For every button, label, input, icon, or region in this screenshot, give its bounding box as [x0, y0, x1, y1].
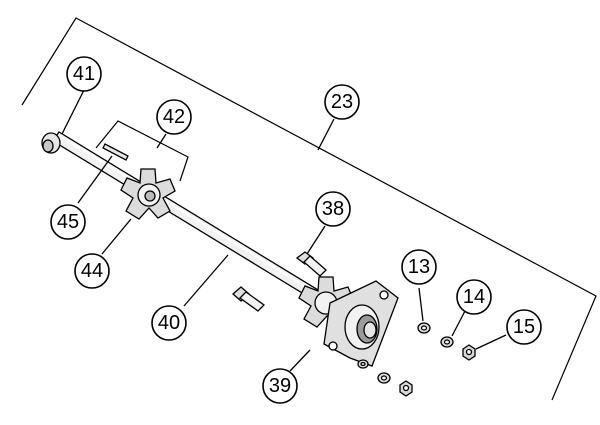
callout-label-38: 38 [322, 198, 344, 220]
lock-washer-14 [440, 336, 454, 348]
callout-38: 38 [315, 191, 351, 227]
callout-39: 39 [262, 368, 298, 404]
callout-42: 42 [156, 99, 192, 135]
sprocket-left [120, 168, 176, 220]
bolt-lower [232, 286, 265, 312]
lower-washers [357, 359, 413, 397]
kit-bracket [95, 120, 189, 182]
callout-13: 13 [401, 249, 437, 285]
callout-45: 45 [50, 204, 86, 240]
callout-23: 23 [324, 84, 360, 120]
callout-label-15: 15 [513, 316, 535, 338]
washer-13 [417, 322, 431, 334]
callout-label-13: 13 [408, 256, 430, 278]
callout-label-44: 44 [81, 260, 103, 282]
callout-15: 15 [506, 309, 542, 345]
flange-bearing [323, 280, 399, 367]
callout-44: 44 [74, 253, 110, 289]
callout-14: 14 [456, 279, 492, 315]
roll-pin [102, 143, 129, 161]
assembly-boundary [21, 17, 597, 401]
callout-label-41: 41 [73, 63, 95, 85]
callout-40: 40 [151, 305, 187, 341]
callout-label-42: 42 [163, 106, 185, 128]
bolt-upper [295, 251, 327, 277]
callout-label-14: 14 [463, 286, 485, 308]
callout-label-23: 23 [331, 91, 353, 113]
callout-label-40: 40 [158, 312, 180, 334]
callout-label-45: 45 [57, 211, 79, 233]
nut-15 [462, 344, 476, 361]
leader-lines [61, 89, 507, 372]
callout-41: 41 [66, 56, 102, 92]
callout-label-39: 39 [269, 375, 291, 397]
